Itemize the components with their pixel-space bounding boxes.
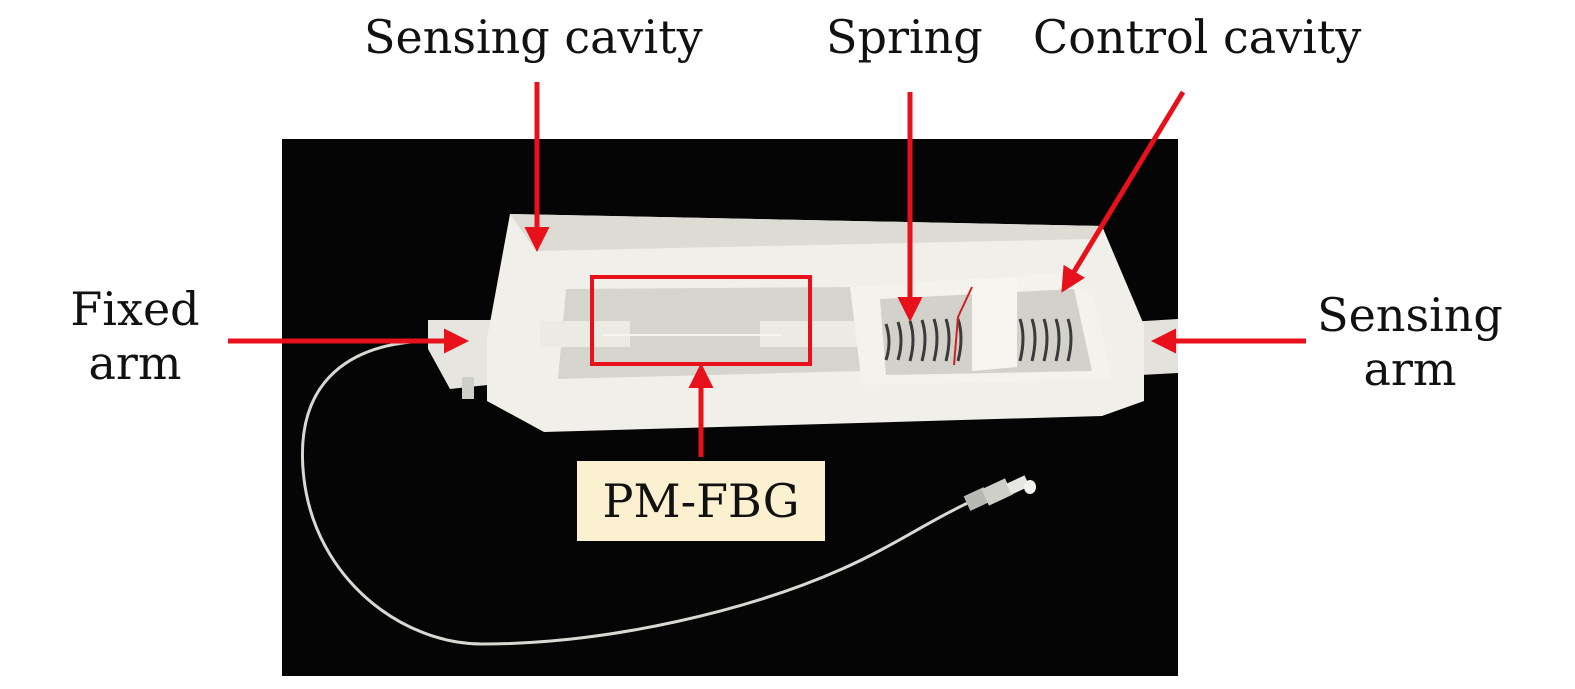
optical-fiber [301, 339, 973, 646]
spring-label: Spring [826, 10, 983, 64]
fixed-arm-label-line2: arm [88, 336, 182, 390]
spring-right [1018, 318, 1073, 362]
sensing-arm-label-line2: arm [1363, 342, 1457, 396]
pm-fbg-label: PM-FBG [577, 461, 825, 541]
fixed-arm-label-line1: Fixed [70, 282, 200, 336]
slider-block [972, 279, 1017, 371]
device-photo [282, 139, 1178, 676]
control-cavity-label: Control cavity [1033, 10, 1362, 64]
sensing-arm-label-line1: Sensing [1317, 288, 1503, 342]
sensing-arm-label: Sensing arm [1312, 288, 1508, 396]
fiber-connector [963, 475, 1036, 511]
sensing-cavity-label: Sensing cavity [364, 10, 703, 64]
spring-left [884, 318, 963, 362]
fixed-arm-label: Fixed arm [60, 282, 210, 390]
